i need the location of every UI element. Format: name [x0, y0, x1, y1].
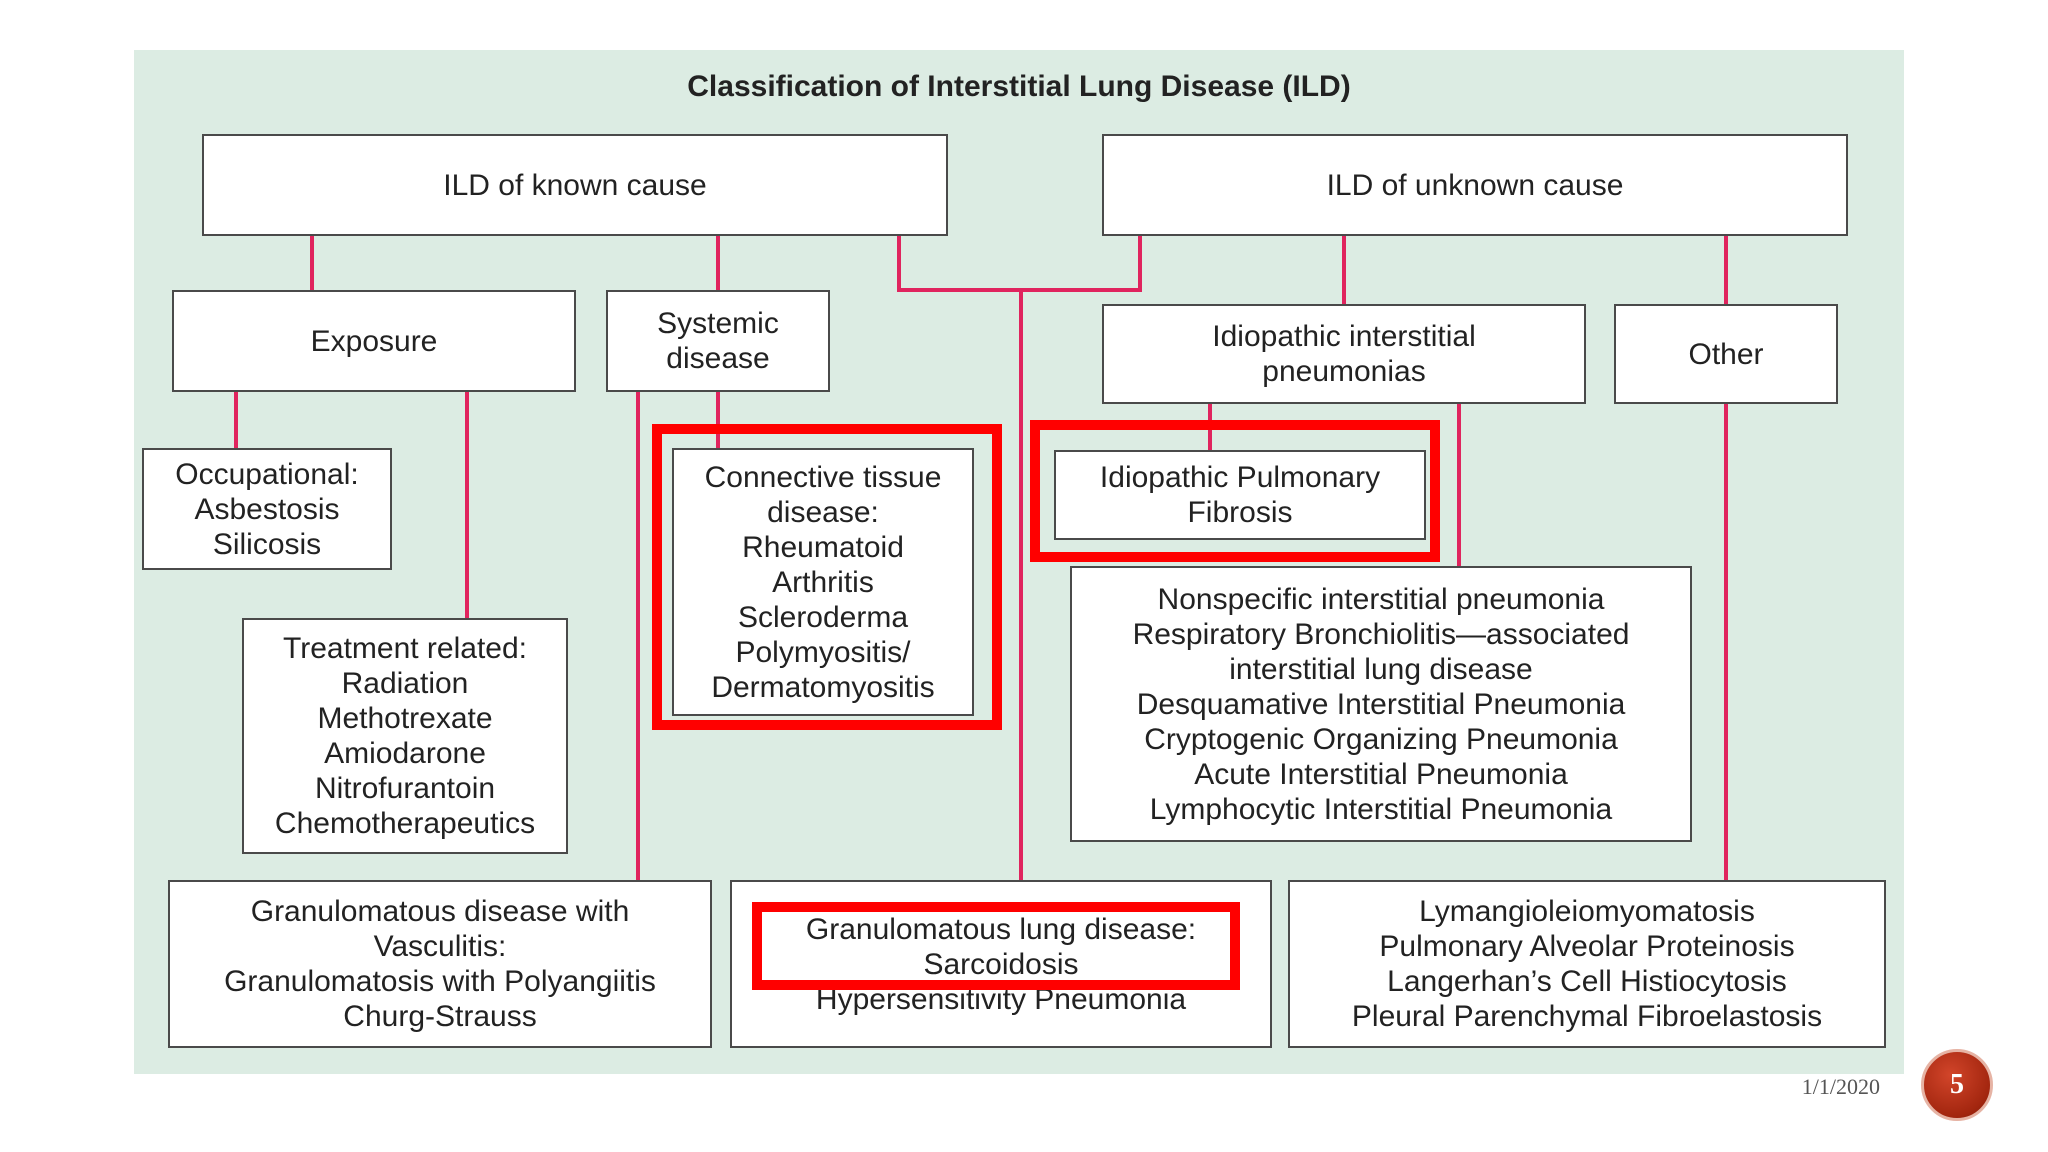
box-text-line: Vasculitis:: [373, 930, 507, 963]
box-text-line: Occupational:: [175, 457, 359, 491]
box-text-line: Granulomatous disease with: [250, 895, 630, 928]
other-box: Other: [1614, 304, 1838, 404]
box-text-line: Respiratory Bronchiolitis—associated: [1132, 617, 1630, 651]
known-cause-box: ILD of known cause: [202, 134, 948, 236]
box-text-line: Nonspecific interstitial pneumonia: [1157, 582, 1605, 616]
box-text-line: Radiation: [341, 667, 469, 700]
box-text-line: Arthritis: [772, 565, 874, 599]
box-text-line: pneumonias: [1262, 355, 1426, 388]
page-number: 5: [1950, 1069, 1964, 1100]
box-text-line: Systemic: [657, 307, 779, 340]
box-text-line: Rheumatoid: [742, 530, 904, 564]
box-text-line: Scleroderma: [737, 600, 909, 634]
ipf-highlight: [1030, 420, 1440, 562]
unknown-cause-box: ILD of unknown cause: [1102, 134, 1848, 236]
page-number-badge: 5: [1921, 1049, 1993, 1121]
sarcoidosis-highlight: [752, 902, 1240, 990]
box-text-line: Other: [1688, 337, 1764, 371]
exposure-box: Exposure: [172, 290, 576, 392]
connective-highlight: [652, 424, 1002, 730]
box-text-line: Methotrexate: [317, 702, 493, 735]
box-text-line: Idiopathic interstitial: [1212, 320, 1476, 353]
box-text-line: Fibrosis: [1187, 496, 1293, 529]
box-text-line: Pulmonary Alveolar Proteinosis: [1379, 930, 1795, 963]
box-text-line: Langerhan’s Cell Histiocytosis: [1387, 965, 1787, 998]
box-text-line: Lymphocytic Interstitial Pneumonia: [1149, 792, 1613, 826]
box-text-line: Chemotherapeutics: [274, 807, 536, 840]
box-text-line: Exposure: [310, 324, 438, 358]
box-text-line: Amiodarone: [324, 737, 486, 770]
box-text-line: Desquamative Interstitial Pneumonia: [1136, 687, 1626, 721]
box-text-line: Dermatomyositis: [711, 670, 935, 704]
diagram-title: Classification of Interstitial Lung Dise…: [687, 70, 1351, 103]
box-text-line: Sarcoidosis: [923, 947, 1079, 981]
box-text-line: Pleural Parenchymal Fibroelastosis: [1351, 1000, 1823, 1033]
box-text-line: interstitial lung disease: [1229, 652, 1533, 686]
box-text-line: disease: [666, 342, 770, 375]
box-text-line: Nitrofurantoin: [314, 772, 496, 805]
box-text-line: disease:: [767, 495, 879, 529]
box-text-line: Idiopathic Pulmonary: [1099, 461, 1381, 494]
box-text-line: Asbestosis: [194, 492, 340, 526]
box-text-line: Polymyositis/: [735, 635, 911, 669]
box-text-line: ILD of known cause: [443, 168, 707, 202]
box-text-line: Granulomatosis with Polyangiitis: [224, 965, 656, 998]
box-text-line: Cryptogenic Organizing Pneumonia: [1144, 722, 1618, 756]
box-text-line: Silicosis: [212, 527, 322, 561]
slide-date: 1/1/2020: [1801, 1074, 1880, 1099]
box-text-line: Churg-Strauss: [343, 1000, 537, 1033]
box-text-line: ILD of unknown cause: [1326, 168, 1624, 202]
box-text-line: Connective tissue: [704, 460, 942, 494]
box-text-line: Acute Interstitial Pneumonia: [1194, 757, 1568, 791]
box-text-line: Granulomatous lung disease:: [805, 912, 1197, 946]
box-text-line: Treatment related:: [283, 632, 527, 665]
box-text-line: Lymangioleiomyomatosis: [1419, 895, 1755, 928]
